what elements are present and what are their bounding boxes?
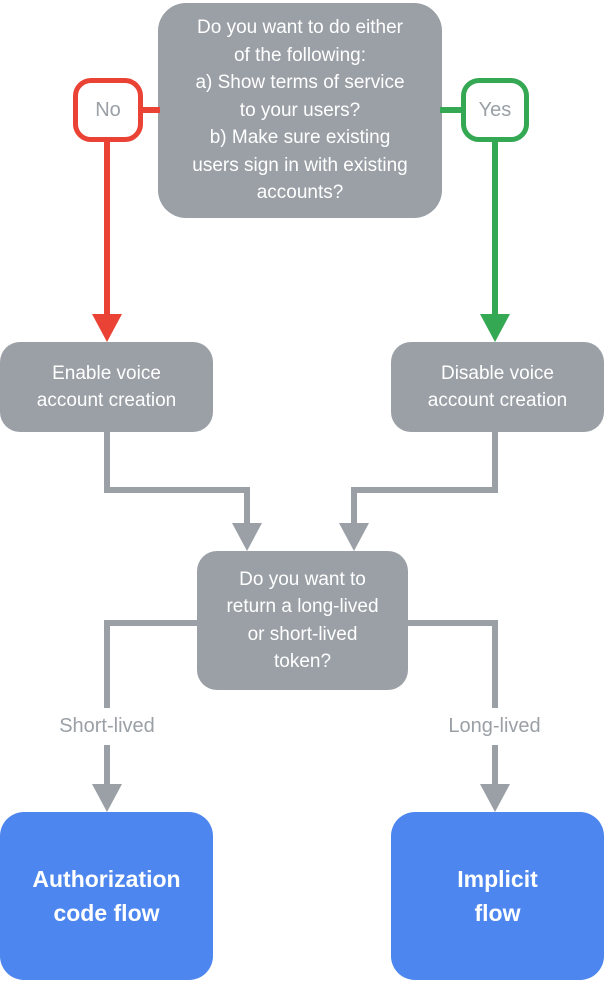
no-branch-connector xyxy=(140,107,160,113)
decision-node-terms-of-service: Do you want to do either of the followin… xyxy=(158,3,442,218)
long-lived-line-horizontal xyxy=(408,620,498,626)
yes-branch-arrowhead-icon xyxy=(480,314,510,342)
result-node-authorization-code-flow: Authorization code flow xyxy=(0,812,213,980)
no-branch-badge: No xyxy=(73,78,143,142)
merge-left-line-drop xyxy=(244,487,250,524)
action-node-disable-voice-account-creation: Disable voice account creation xyxy=(391,342,604,432)
edge-label-long-lived: Long-lived xyxy=(412,708,577,745)
short-lived-arrowhead-icon xyxy=(92,784,122,812)
long-lived-arrowhead-icon xyxy=(480,784,510,812)
long-lived-line-vertical xyxy=(492,620,498,785)
merge-right-line-vertical xyxy=(492,430,498,493)
merge-left-line-horizontal xyxy=(104,487,250,493)
yes-branch-connector xyxy=(440,107,463,113)
yes-branch-line xyxy=(492,140,498,316)
no-branch-arrowhead-icon xyxy=(92,314,122,342)
yes-branch-badge: Yes xyxy=(461,78,529,142)
edge-label-short-lived: Short-lived xyxy=(22,708,192,745)
merge-left-line-vertical xyxy=(104,430,110,493)
merge-right-arrowhead-icon xyxy=(339,523,369,551)
action-node-enable-voice-account-creation: Enable voice account creation xyxy=(0,342,213,432)
no-branch-line xyxy=(104,140,110,316)
result-node-implicit-flow: Implicit flow xyxy=(391,812,604,980)
decision-node-token-lifetime: Do you want to return a long-lived or sh… xyxy=(197,551,408,690)
merge-left-arrowhead-icon xyxy=(232,523,262,551)
short-lived-line-horizontal xyxy=(104,620,197,626)
merge-right-line-horizontal xyxy=(351,487,498,493)
short-lived-line-vertical xyxy=(104,620,110,785)
merge-right-line-drop xyxy=(351,487,357,524)
